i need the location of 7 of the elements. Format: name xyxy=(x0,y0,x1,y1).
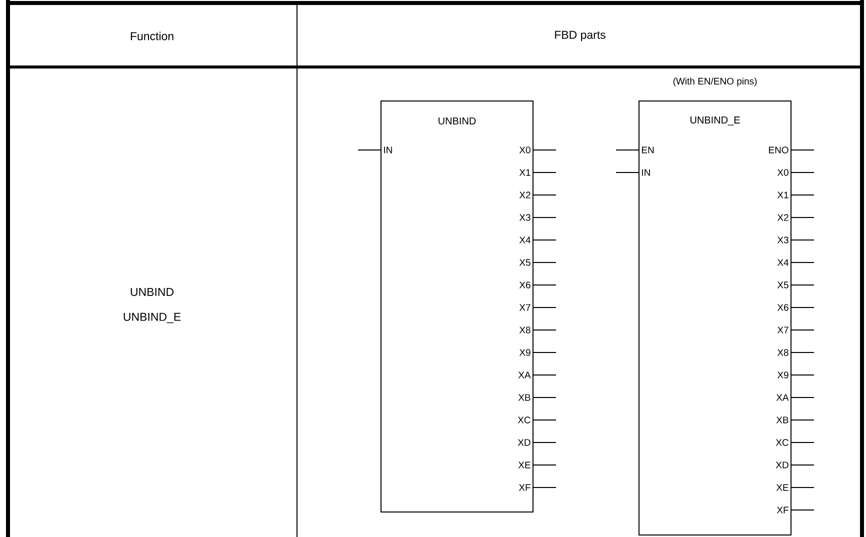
function-name: UNBIND_E xyxy=(124,312,181,324)
function-block: UNBIND_E EN IN ENO X0 X1 X2 X3 X4 X5 X6 X7 X8 X9 XA XB XC XD XE XF xyxy=(616,100,814,536)
block-note: (With EN/ENO pins) xyxy=(673,78,757,86)
column-header: FBD parts xyxy=(555,30,606,42)
column-header: Function xyxy=(130,32,174,40)
function-name: UNBIND xyxy=(130,288,174,296)
function-block: UNBIND IN X0 X1 X2 X3 X4 X5 X6 X7 X8 X9 XA XB XC XD XE XF xyxy=(358,100,556,512)
